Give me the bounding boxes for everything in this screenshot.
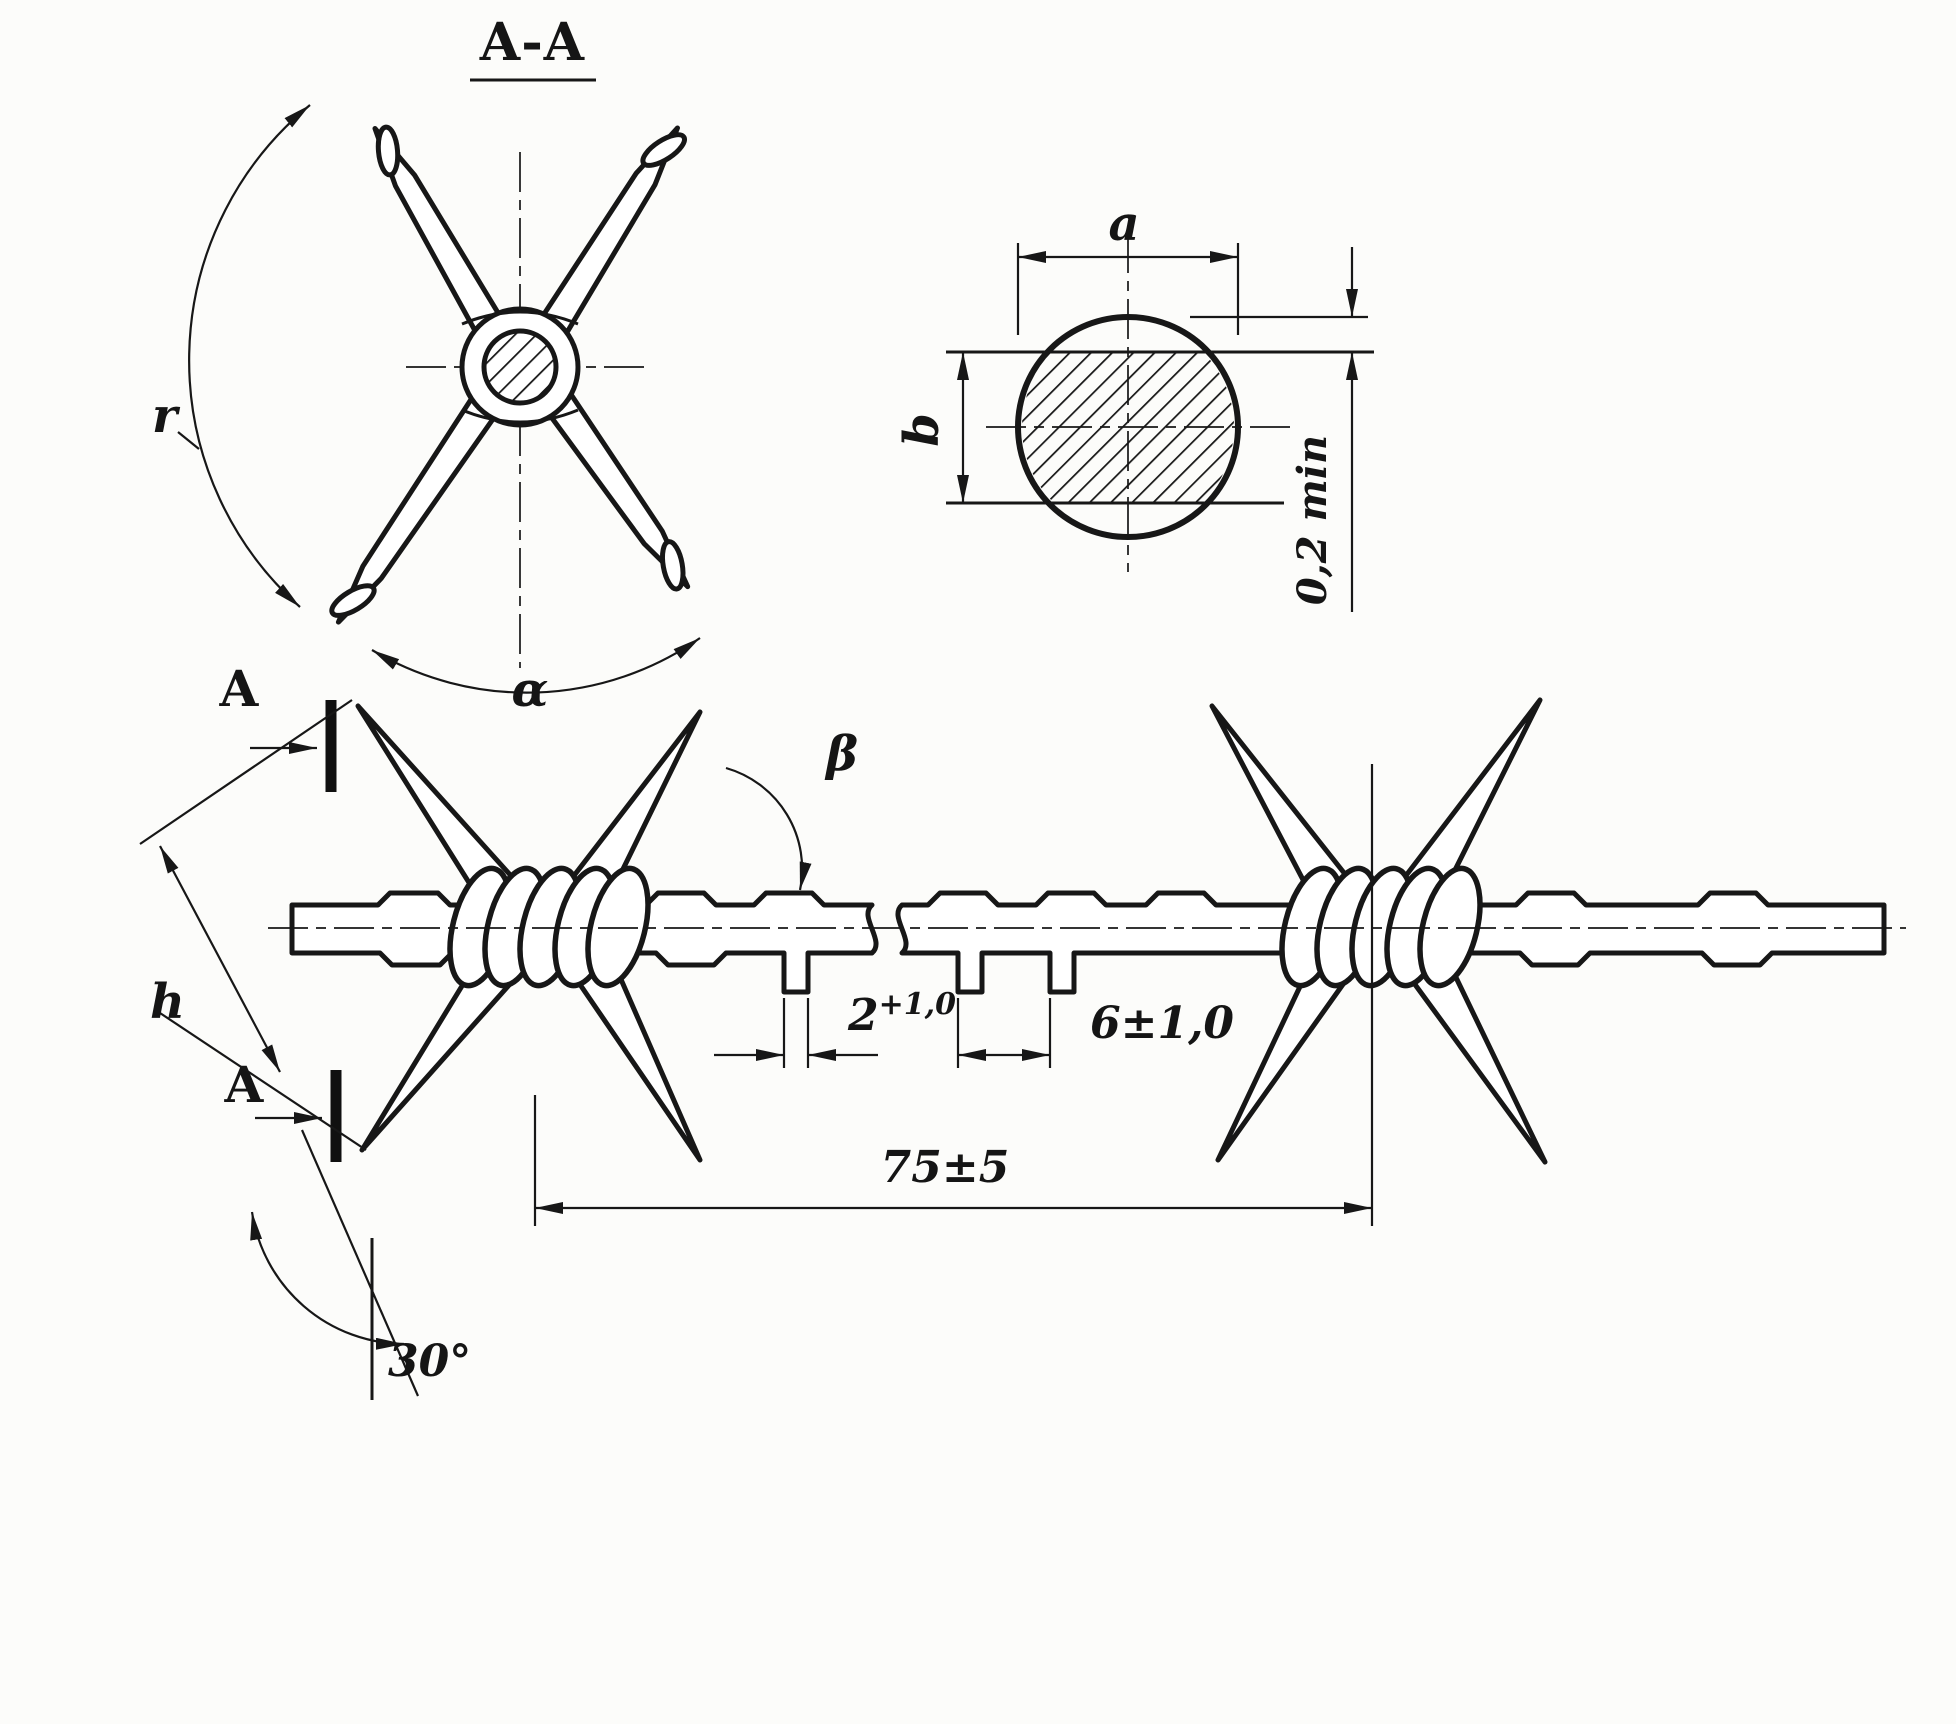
prong-cut-face <box>375 124 401 178</box>
ext-line-h-top <box>139 699 353 845</box>
angle-arc-alpha <box>371 637 701 694</box>
hatched-wire-area <box>1022 352 1234 503</box>
core-wire-section <box>481 328 559 406</box>
label-beta: β <box>824 726 858 782</box>
prong-cut-face <box>640 132 687 168</box>
angle-arc-beta <box>725 766 812 891</box>
label-dim-6: 6±1,0 <box>1090 998 1234 1049</box>
label-dim-75: 75±5 <box>881 1142 1010 1193</box>
prong-cut-face <box>660 539 686 592</box>
label-alpha: α <box>512 662 549 718</box>
twist-curve-top <box>461 310 579 326</box>
barbed-wire-side-view: А А h β 2+1,0 6±1,0 75±5 30° <box>139 659 1906 1400</box>
label-h: h <box>150 974 185 1030</box>
leader-r <box>177 431 200 450</box>
right-barb-coils <box>1279 865 1483 989</box>
angle-arc-r <box>188 104 311 608</box>
left-barb-coils <box>447 865 651 989</box>
section-title: А-А <box>479 12 585 73</box>
label-a: a <box>1108 196 1139 252</box>
label-angle-30: 30° <box>388 1336 471 1387</box>
label-gap-min: 0,2 min <box>1289 435 1336 605</box>
section-view-aa: А-А r α <box>152 12 701 718</box>
dim-line-h <box>159 845 281 1073</box>
label-dim-2: 2+1,0 <box>847 987 956 1041</box>
section-mark-top: А <box>219 659 260 718</box>
wire-cross-section: a b 0,2 min <box>894 196 1374 612</box>
twist-curve-bottom <box>461 408 579 424</box>
wire-circle <box>1015 314 1241 540</box>
section-mark-bottom: А <box>224 1055 265 1114</box>
label-r: r <box>152 388 181 444</box>
angle-arc-30 <box>250 1211 405 1350</box>
label-b: b <box>894 413 950 447</box>
